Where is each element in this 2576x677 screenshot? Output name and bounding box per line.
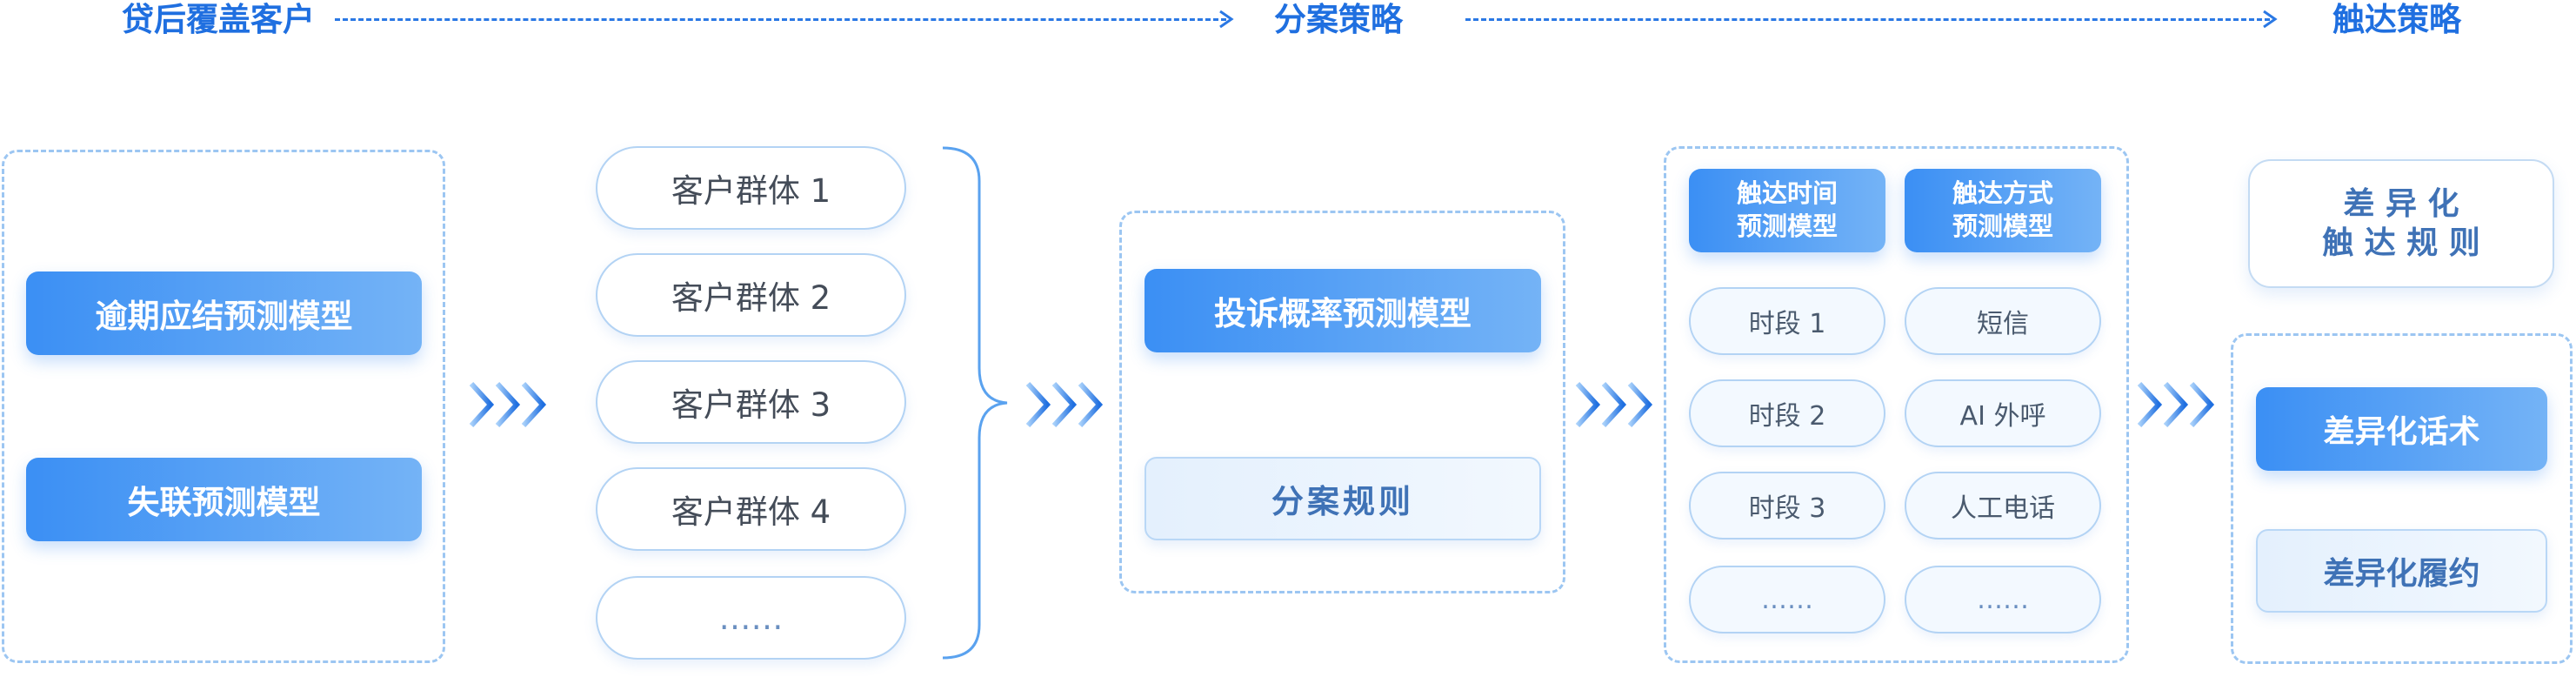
chevron-arrows-icon [469, 381, 547, 428]
differentiated-script-block: 差异化话术 [2256, 387, 2547, 471]
differentiated-output-group [2231, 333, 2573, 664]
lost-contact-model-block: 失联预测模型 [26, 458, 422, 541]
customer-group-item: 客户群体 4 [596, 467, 906, 551]
customer-group-item: 客户群体 2 [596, 253, 906, 337]
case-allocation-rules-block: 分案规则 [1145, 457, 1541, 540]
customer-group-item: 客户群体 3 [596, 360, 906, 444]
contact-method-item-ellipsis: …… [1905, 566, 2101, 633]
contact-time-model-line2: 预测模型 [1736, 211, 1838, 241]
grouping-brace [942, 146, 1008, 660]
time-period-item: 时段 1 [1689, 287, 1885, 355]
contact-method-item: 人工电话 [1905, 472, 2101, 540]
overdue-settlement-model-block: 逾期应结预测模型 [26, 271, 422, 355]
customer-group-item-ellipsis: …… [596, 576, 906, 660]
contact-time-model-line1: 触达时间 [1736, 178, 1838, 209]
contact-method-item: 短信 [1905, 287, 2101, 355]
flow-dashed-line-2 [1465, 18, 2270, 21]
differentiated-contact-rules-card: 差 异 化 触 达 规 则 [2248, 159, 2554, 288]
flow-dashed-line-1 [335, 18, 1226, 21]
contact-method-item: AI 外呼 [1905, 379, 2101, 447]
chevron-arrows-icon [2137, 381, 2215, 428]
time-period-item: 时段 2 [1689, 379, 1885, 447]
time-period-item-ellipsis: …… [1689, 566, 1885, 633]
complaint-probability-model-block: 投诉概率预测模型 [1145, 269, 1541, 352]
differentiated-rules-line1: 差 异 化 [2343, 186, 2459, 222]
stage-title-post-loan-customers: 贷后覆盖客户 [122, 1, 315, 38]
contact-time-model-block: 触达时间 预测模型 [1689, 169, 1885, 252]
flow-arrow-icon [1219, 10, 1234, 29]
chevron-arrows-icon [1025, 381, 1104, 428]
time-period-item: 时段 3 [1689, 472, 1885, 540]
flow-arrow-icon [2263, 10, 2278, 29]
chevron-arrows-icon [1575, 381, 1653, 428]
contact-method-model-line1: 触达方式 [1952, 178, 2053, 209]
stage-title-contact-strategy: 触达策略 [2332, 1, 2461, 38]
stage-title-case-allocation: 分案策略 [1274, 1, 1403, 38]
differentiated-fulfillment-block: 差异化履约 [2256, 529, 2547, 613]
contact-method-model-line2: 预测模型 [1952, 211, 2053, 241]
customer-group-item: 客户群体 1 [596, 146, 906, 230]
differentiated-rules-line2: 触 达 规 则 [2322, 225, 2480, 261]
model-group-post-loan [2, 150, 445, 663]
contact-method-model-block: 触达方式 预测模型 [1905, 169, 2101, 252]
